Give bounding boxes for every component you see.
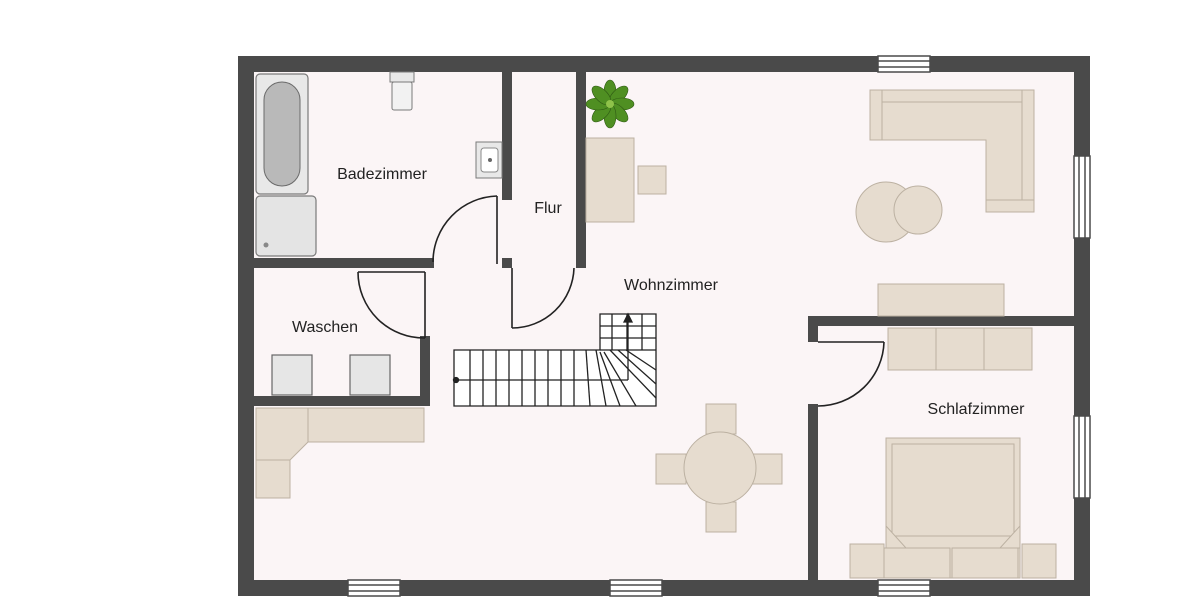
shower-tray [255,195,317,257]
utility-door [357,271,426,339]
window-bottom-right [877,579,931,597]
hall-door [511,267,575,329]
kitchen-counter [255,407,425,499]
bathroom-door [432,195,498,264]
window-bottom-left [347,579,401,597]
window-top [877,55,931,73]
room-label-flur: Flur [534,200,562,217]
bedroom-door [817,341,885,407]
coffee-tables [855,181,943,243]
desk [585,137,635,223]
window-right-upper [1073,155,1091,239]
toilet [389,71,415,111]
window-right-lower [1073,415,1091,499]
bathtub [255,73,309,195]
room-label-badezimmer: Badezimmer [337,166,427,183]
nightstands [849,543,1057,579]
interior-walls [254,72,1074,580]
windows [347,55,1091,597]
washing-machine [271,354,313,396]
staircase [452,312,657,407]
dining-set [655,403,783,533]
sink [475,141,503,179]
window-bottom-middle [609,579,663,597]
corner-sofa [869,89,1035,213]
sideboard [877,283,1005,317]
wardrobe [887,327,1033,371]
room-label-wohnzimmer: Wohnzimmer [624,277,719,294]
pillows [883,547,1019,579]
doors [357,195,885,407]
room-label-schlafzimmer: Schlafzimmer [928,401,1026,418]
dryer [349,354,391,396]
room-label-waschen: Waschen [292,319,358,336]
plant [585,79,635,129]
desk-chair [637,165,667,195]
